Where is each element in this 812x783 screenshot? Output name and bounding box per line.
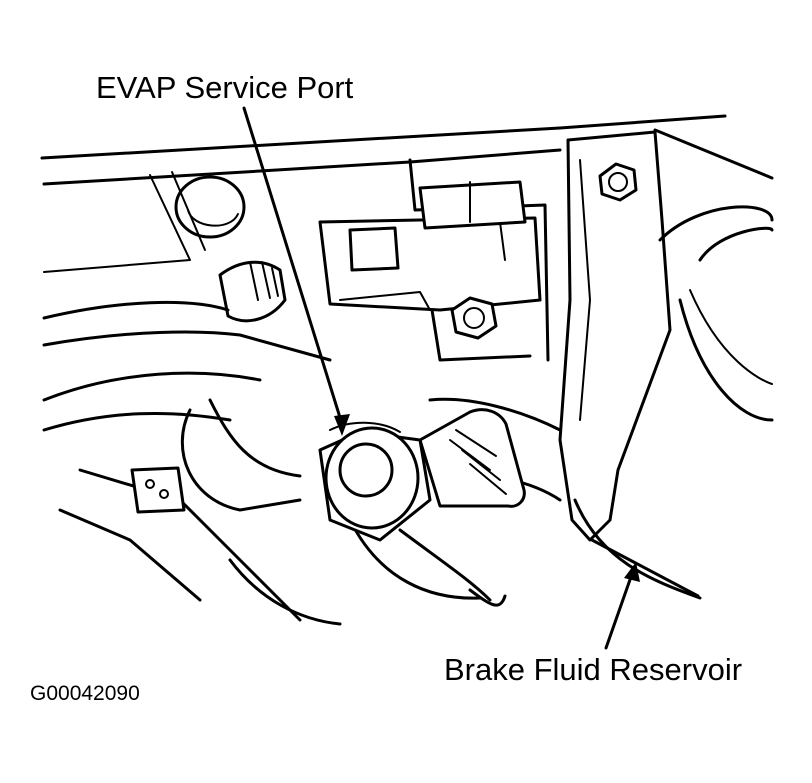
- panel-hole: [174, 175, 246, 239]
- brake-arrowhead: [624, 562, 640, 582]
- wire-connector: [42, 260, 332, 362]
- reservoir-bracket: [558, 130, 672, 542]
- figure-code: G00042090: [30, 682, 140, 705]
- evap-leader-line: [242, 106, 350, 436]
- module-box: [318, 180, 542, 312]
- brake-fluid-reservoir-label: Brake Fluid Reservoir: [444, 652, 743, 687]
- brake-fluid-reservoir-body: [573, 205, 774, 600]
- evap-service-port-label: EVAP Service Port: [96, 70, 354, 105]
- center-bolt: [430, 296, 532, 362]
- brake-leader-line: [604, 562, 640, 650]
- mounting-plate: [130, 466, 186, 514]
- evap-service-port: [318, 408, 526, 542]
- evap-arrowhead: [334, 414, 350, 436]
